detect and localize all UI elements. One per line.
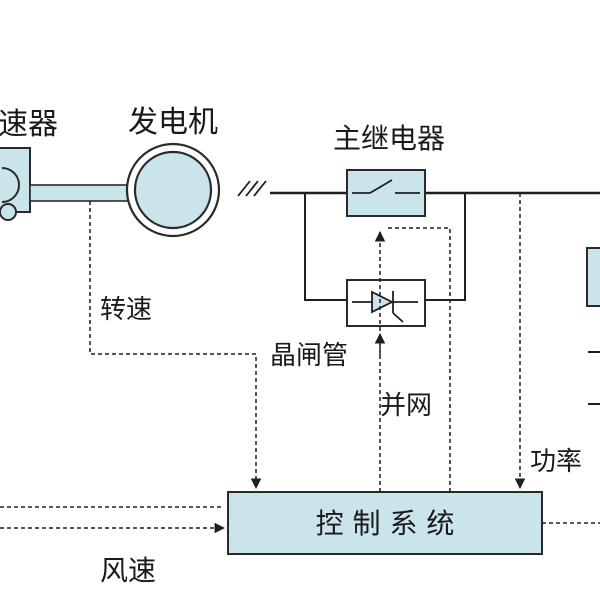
signal-lines <box>0 193 600 534</box>
speed-label: 转速 <box>100 295 152 325</box>
thyristor-control-line <box>388 227 451 492</box>
generator-symbol <box>125 142 221 238</box>
thyristor-box <box>346 279 426 327</box>
bypass-wire-right <box>425 193 466 301</box>
gearbox-block <box>0 147 31 221</box>
control-system-label: 控 制 系 统 <box>316 507 455 540</box>
right-component-partial <box>586 247 600 307</box>
drive-shaft <box>29 184 129 202</box>
thyristor-label: 晶闸管 <box>270 341 348 371</box>
power-label: 功率 <box>530 447 582 477</box>
main-relay-box <box>346 169 426 217</box>
speed-signal-line <box>89 201 262 490</box>
switch-icon <box>352 179 420 194</box>
gearbox-label: 速器 <box>0 107 58 142</box>
three-phase-marks <box>237 180 267 197</box>
main-relay-label: 主继电器 <box>333 122 445 155</box>
control-system-box <box>227 491 543 555</box>
generator-label: 发电机 <box>128 105 218 140</box>
thyristor-icon <box>352 290 418 323</box>
bypass-wire <box>304 193 347 301</box>
grid-connect-label: 并网 <box>380 391 432 421</box>
wind-speed-label: 风速 <box>100 554 156 587</box>
